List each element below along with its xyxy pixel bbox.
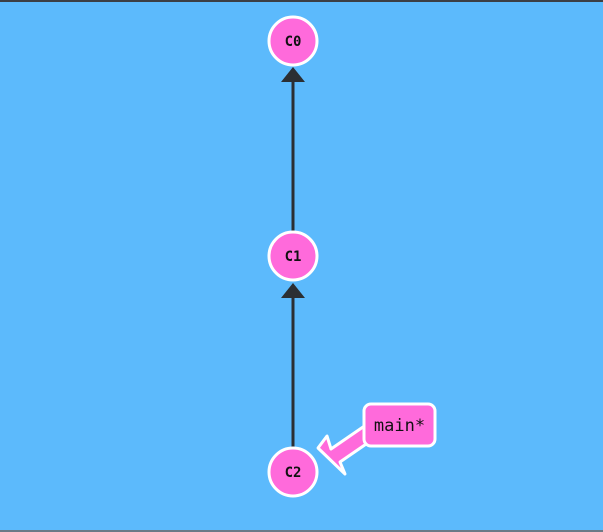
branch-label-text: main* [374,416,425,436]
branch-label-main[interactable]: main* [362,402,437,448]
commit-node-c0[interactable]: C0 [267,15,319,67]
commit-label-c0: C0 [285,34,302,50]
commit-node-c2[interactable]: C2 [267,446,319,498]
commit-label-c2: C2 [285,465,302,481]
edge-c2-to-c1 [281,283,305,447]
edge-c1-to-c0 [281,67,305,232]
commit-node-c1[interactable]: C1 [267,230,319,282]
commit-label-c1: C1 [285,249,302,265]
